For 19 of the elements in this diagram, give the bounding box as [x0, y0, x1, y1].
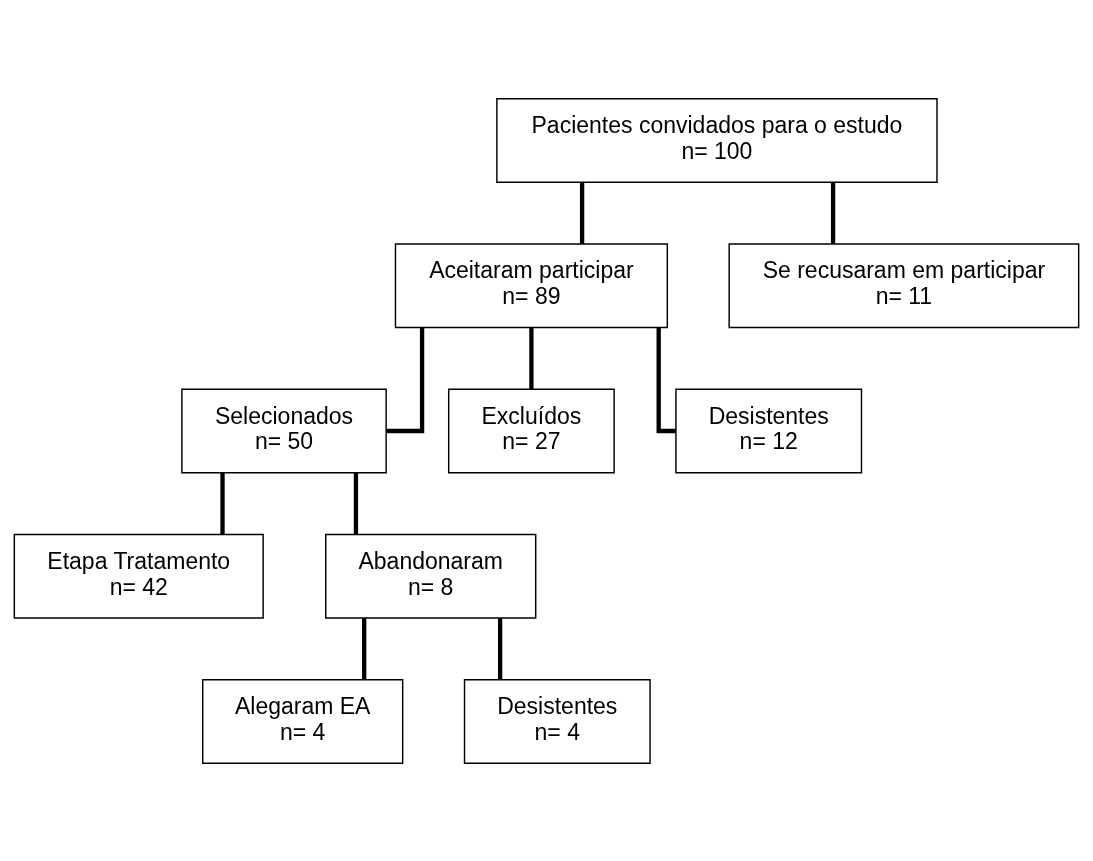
- connector: [220, 472, 225, 534]
- node-box: Alegaram EA n= 4: [202, 678, 404, 764]
- connector: [386, 327, 425, 433]
- connector: [497, 617, 503, 680]
- connector: [362, 617, 367, 680]
- node-box: Pacientes convidados para o estudo n= 100: [496, 97, 938, 183]
- node-box: Selecionados n= 50: [181, 388, 387, 473]
- node-box: Etapa Tratamento n= 42: [13, 533, 264, 619]
- node-box: Aceitaram participar n= 89: [394, 242, 669, 328]
- connector: [529, 327, 534, 389]
- node-box: Desistentes n= 4: [463, 678, 651, 764]
- node-box: Excluídos n= 27: [447, 388, 615, 473]
- node-box: Se recusaram em participar n= 11: [728, 242, 1080, 328]
- node-box: Desistentes n= 12: [675, 388, 863, 473]
- connector: [353, 472, 359, 534]
- connector: [579, 182, 585, 244]
- connector: [830, 182, 836, 244]
- connector: [656, 327, 676, 433]
- node-box: Abandonaram n= 8: [325, 533, 537, 619]
